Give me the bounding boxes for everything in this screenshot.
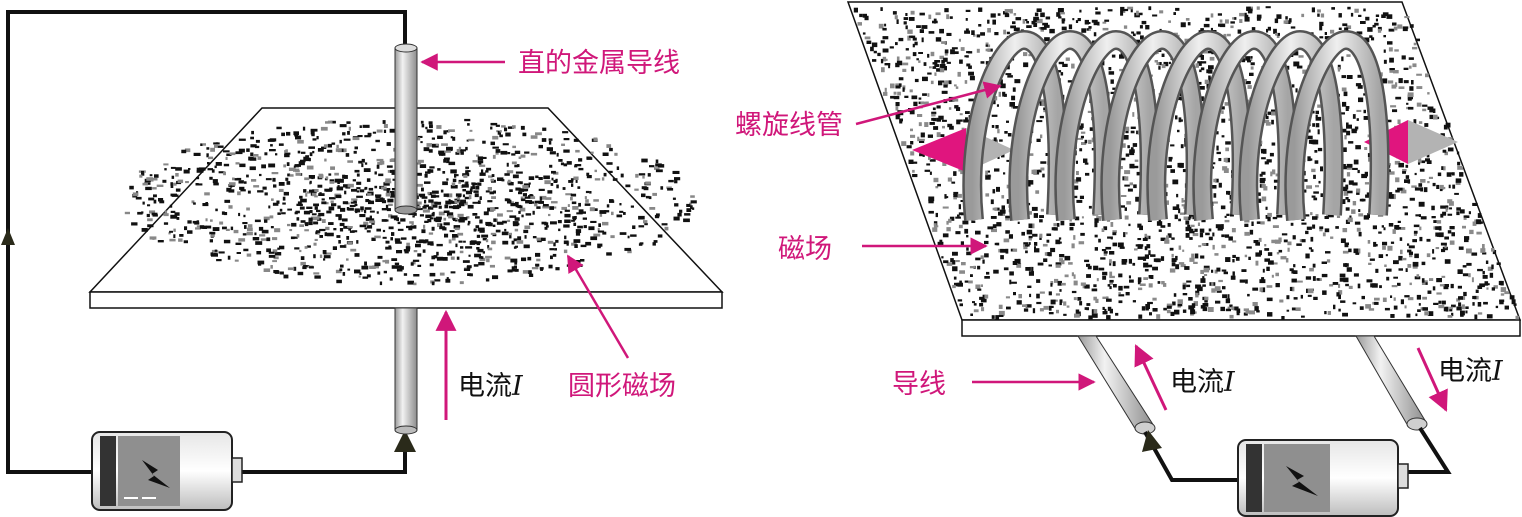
circuit-wire-left-return [232,430,407,474]
label-magnetic-field: 磁场 [778,234,832,265]
wire-rod-upper [394,47,418,211]
pointer-field-label [566,254,630,359]
label-wire: 导线 [892,369,946,400]
iron-filings-left [124,117,697,286]
left-diagram [1,10,724,511]
board-front-left [89,291,723,309]
wire-rod-lower [394,307,418,431]
pointer-solenoid [855,81,1002,126]
label-straight-wire: 直的金属导线 [518,48,680,79]
pointer-current-up-right [1134,344,1168,411]
lightning-icon [142,460,170,488]
label-circular-field: 圆形磁场 [568,371,676,402]
label-solenoid: 螺旋线管 [735,110,843,141]
lead-wires [1077,335,1452,482]
right-diagram [846,1,1522,517]
current-direction-arrow-left-wire [1,228,15,245]
pointer-current-down-right [1416,347,1448,412]
battery-right [1237,439,1409,517]
label-current-left-symbol: I [512,371,523,402]
label-current-left-text: 电流 [458,371,512,402]
label-current-right-a: 电流I [1170,369,1235,396]
label-current-right-b-text: 电流 [1438,356,1492,387]
label-current-right-a-text: 电流 [1170,367,1224,398]
label-current-right-b: 电流I [1438,358,1503,385]
lightning-icon-right [1286,466,1318,496]
solenoid-coil [962,29,1390,221]
circuit-wire-left [6,10,407,474]
battery-left [91,431,243,511]
label-current-right-a-symbol: I [1224,367,1235,398]
current-direction-arrow-bottom [394,430,416,452]
board-front-right [961,319,1521,337]
label-current-left: 电流I [458,373,523,400]
current-direction-arrow-right [1142,430,1162,452]
label-current-right-b-symbol: I [1492,356,1503,387]
